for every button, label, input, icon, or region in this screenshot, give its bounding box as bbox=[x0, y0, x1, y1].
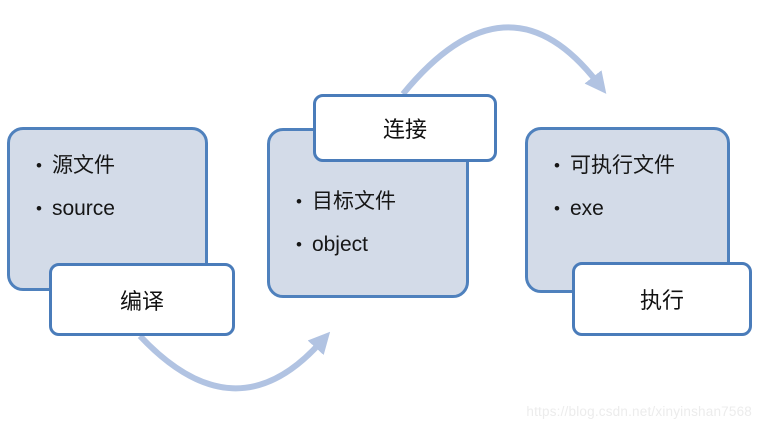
bullet-icon: • bbox=[36, 199, 42, 218]
bottom-curved-arrow-icon bbox=[137, 331, 331, 392]
bullet-text: 可执行文件 bbox=[569, 154, 675, 177]
bullet-list: • 可执行文件 • exe bbox=[528, 130, 727, 222]
step-label-compile: 编译 bbox=[49, 263, 235, 336]
bullet-list: • 源文件 • source bbox=[10, 130, 205, 222]
bullet-icon: • bbox=[554, 199, 560, 218]
list-item: • 可执行文件 bbox=[554, 153, 721, 179]
bullet-text: source bbox=[51, 197, 115, 220]
bullet-text: exe bbox=[569, 197, 604, 220]
watermark: https://blog.csdn.net/xinyinshan7568 bbox=[526, 404, 752, 419]
list-item: • exe bbox=[554, 196, 721, 222]
bullet-icon: • bbox=[296, 235, 302, 254]
list-item: • source bbox=[36, 196, 199, 222]
step-label-run: 执行 bbox=[572, 262, 752, 336]
step-label-text: 执行 bbox=[639, 288, 684, 313]
bullet-icon: • bbox=[36, 156, 42, 175]
top-curved-arrow-icon bbox=[400, 24, 607, 96]
list-item: • 目标文件 bbox=[296, 189, 460, 215]
bullet-text: object bbox=[311, 233, 368, 256]
step-label-link: 连接 bbox=[313, 94, 497, 162]
bullet-text: 源文件 bbox=[51, 154, 115, 177]
bullet-icon: • bbox=[554, 156, 560, 175]
step-label-text: 编译 bbox=[119, 288, 164, 314]
list-item: • 源文件 bbox=[36, 153, 199, 179]
bullet-text: 目标文件 bbox=[311, 190, 396, 213]
step-label-text: 连接 bbox=[382, 117, 427, 142]
list-item: • object bbox=[296, 232, 460, 258]
bullet-list: • 目标文件 • object bbox=[270, 131, 466, 258]
bullet-icon: • bbox=[296, 192, 302, 211]
